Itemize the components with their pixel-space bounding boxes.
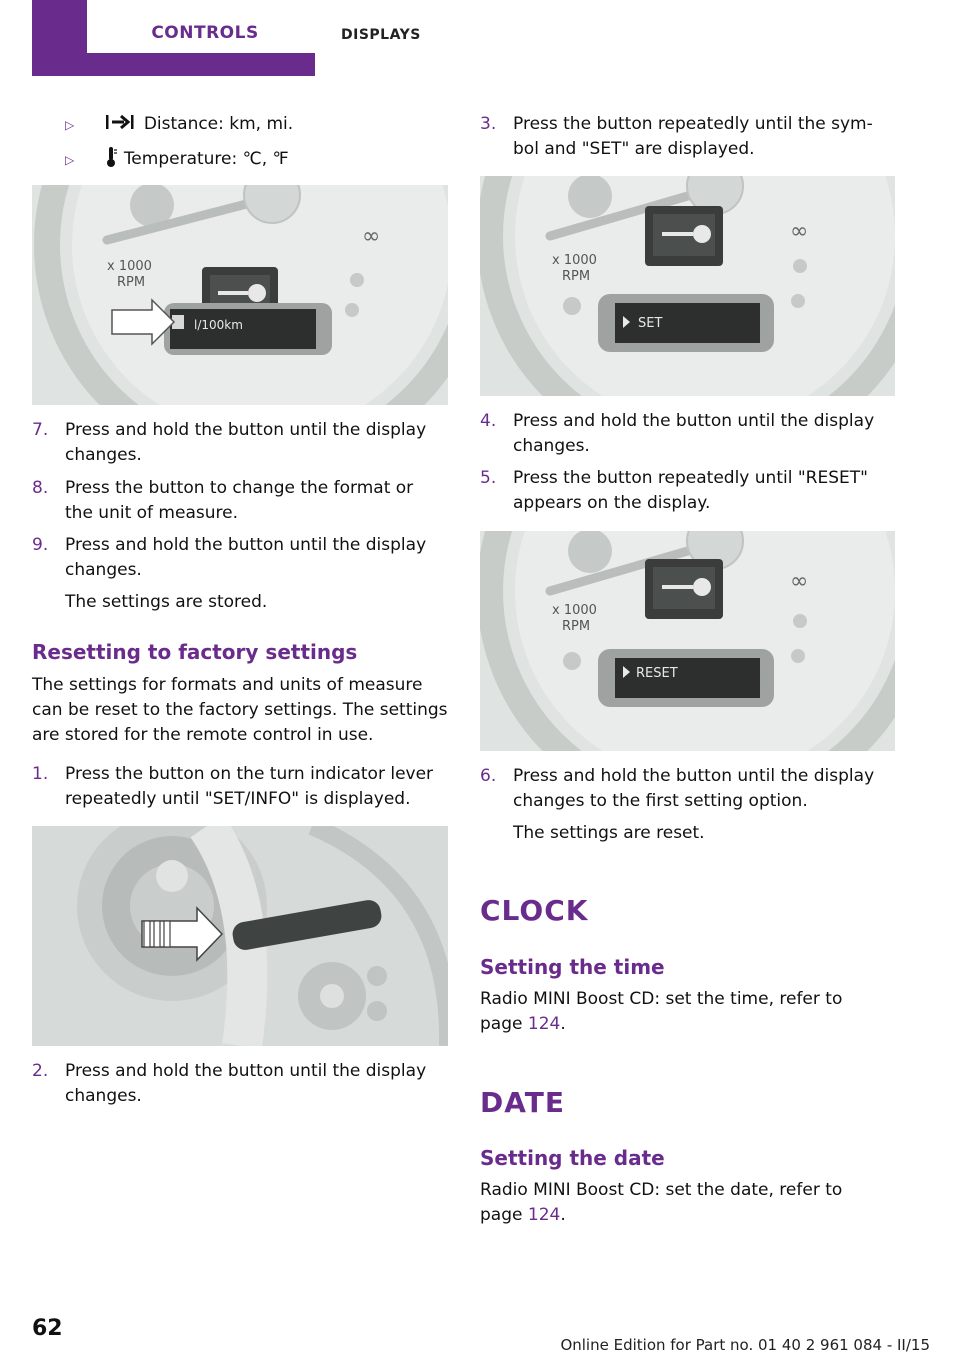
step-line: Press the button repeatedly until the sy… [513,114,873,134]
bullet-temperature-text: Temperature: ℃, ℉ [123,149,289,169]
step-number: 1. [32,764,49,784]
cluster-set-illustration: x 1000 RPM ∞ SET [480,176,895,396]
step-line: changes. [65,560,142,580]
cluster-illustration: x 1000 RPM ∞ l/100km [32,185,448,405]
clock-text: Radio MINI Boost CD: set the time, refer… [480,987,900,1037]
turn-indicator-lever-image [32,826,448,1046]
clock-text-line2: page 124. [480,1012,900,1037]
step-line: Press and hold the button until the disp… [513,411,875,431]
step-line: Press and hold the button until the disp… [65,1061,427,1081]
step-line: changes. [513,436,590,456]
date-page-link[interactable]: 124 [527,1205,561,1225]
thermometer-icon [107,147,118,167]
step-line: appears on the display. [513,493,711,513]
step-2: 2. Press and hold the button until the d… [32,1059,452,1111]
step-number: 2. [32,1061,49,1081]
paragraph-line: The settings for formats and units of me… [32,675,423,695]
svg-text:RPM: RPM [562,269,590,284]
reset-note: The settings are reset. [513,823,705,843]
step-number: 6. [480,766,497,786]
instrument-cluster-image-set: x 1000 RPM ∞ SET [480,176,895,396]
header-tab-bar: CONTROLS [32,0,323,76]
page-number: 62 [32,1316,63,1341]
step-line: changes. [65,445,142,465]
clock-page-suffix: . [560,1014,566,1034]
step-line: changes. [65,1086,142,1106]
step-line: Press and hold the button until the disp… [65,420,427,440]
svg-text:RPM: RPM [117,275,145,290]
paragraph-line: can be reset to the factory settings. Th… [32,700,448,720]
step-number: 5. [480,468,497,488]
stored-note: The settings are stored. [65,592,268,612]
step-1: 1. Press the button on the turn indicato… [32,762,452,814]
svg-text:l/100km: l/100km [194,318,243,332]
svg-text:∞: ∞ [362,224,380,249]
date-text-line2: page 124. [480,1203,900,1228]
step-7: 7. Press and hold the button until the d… [32,418,452,468]
subheading-setting-date: Setting the date [480,1146,665,1170]
active-tab-background [87,0,323,53]
step-number: 3. [480,114,497,134]
svg-text:RPM: RPM [562,619,590,634]
clock-page-link[interactable]: 124 [527,1014,561,1034]
paragraph-line: are stored for the remote control in use… [32,725,374,745]
svg-text:RESET: RESET [636,666,678,681]
bullet-temperature: ▷ Temperature: ℃, ℉ [65,146,289,169]
tab-displays[interactable]: DISPLAYS [341,27,421,43]
bullet-triangle-icon: ▷ [65,153,75,167]
svg-text:x 1000: x 1000 [107,259,152,274]
cluster-reset-illustration: x 1000 RPM ∞ RESET [480,531,895,751]
step-line: repeatedly until "SET/INFO" is displayed… [65,789,411,809]
svg-text:∞: ∞ [790,569,808,594]
step-line: changes to the first setting option. [513,791,808,811]
svg-text:∞: ∞ [790,219,808,244]
footer-edition: Online Edition for Part no. 01 40 2 961 … [560,1336,930,1354]
date-page-suffix: . [560,1205,566,1225]
svg-text:SET: SET [638,316,662,331]
heading-clock: CLOCK [480,894,589,927]
instrument-cluster-image-distance: x 1000 RPM ∞ l/100km [32,185,448,405]
instrument-cluster-image-reset: x 1000 RPM ∞ RESET [480,531,895,751]
heading-date: DATE [480,1086,565,1119]
distance-icon [106,114,134,130]
lever-illustration [32,826,448,1046]
step-line: bol and "SET" are displayed. [513,139,755,159]
step-number: 7. [32,420,49,440]
clock-page-prefix: page [480,1014,528,1034]
bullet-distance: ▷ Distance: km, mi. [65,113,293,134]
bullet-distance-text: Distance: km, mi. [143,114,294,134]
step-number: 8. [32,478,49,498]
tab-controls[interactable]: CONTROLS [151,23,259,43]
step-line: Press and hold the button until the disp… [65,535,427,555]
resetting-paragraph: The settings for formats and units of me… [32,673,457,748]
step-line: Press the button on the turn indicator l… [65,764,434,784]
step-4: 4. Press and hold the button until the d… [480,409,900,459]
step-number: 4. [480,411,497,431]
step-number: 9. [32,535,49,555]
step-line: the unit of measure. [65,503,238,523]
step-3: 3. Press the button repeatedly until the… [480,112,900,164]
step-5: 5. Press the button repeatedly until "RE… [480,466,900,516]
date-text: Radio MINI Boost CD: set the date, refer… [480,1178,900,1228]
step-6: 6. Press and hold the button until the d… [480,764,900,854]
date-text-line: Radio MINI Boost CD: set the date, refer… [480,1180,843,1200]
step-line: Press and hold the button until the disp… [513,766,875,786]
subheading-resetting: Resetting to factory settings [32,640,358,664]
step-8: 8. Press the button to change the format… [32,476,452,526]
step-9: 9. Press and hold the button until the d… [32,533,452,583]
clock-text-line: Radio MINI Boost CD: set the time, refer… [480,989,843,1009]
step-line: Press the button to change the format or [65,478,414,498]
date-page-prefix: page [480,1205,528,1225]
svg-text:x 1000: x 1000 [552,603,597,618]
subheading-setting-time: Setting the time [480,955,665,979]
svg-text:x 1000: x 1000 [552,253,597,268]
step-line: Press the button repeatedly until "RESET… [513,468,868,488]
bullet-triangle-icon: ▷ [65,118,75,132]
